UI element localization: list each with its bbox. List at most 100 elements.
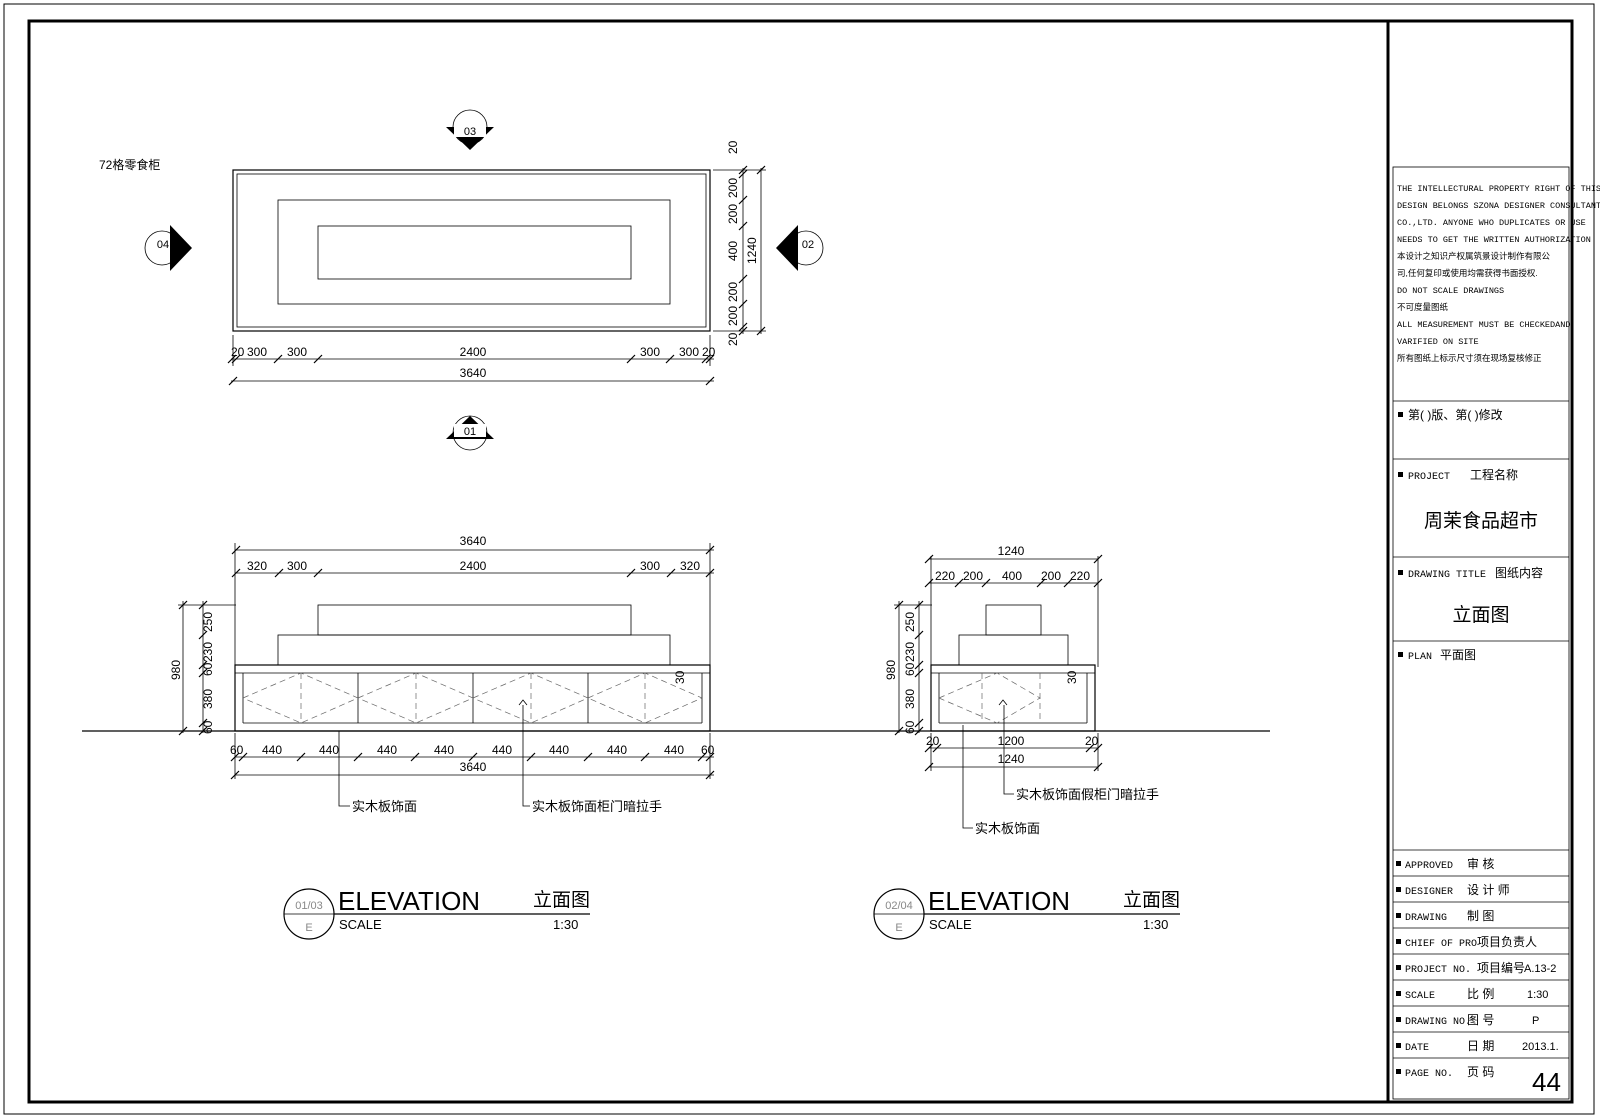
plan-dim-r-5: 200 (726, 306, 740, 326)
plan-total-right: 1240 (745, 237, 759, 264)
row-drawing-label: DRAWING (1405, 913, 1447, 924)
e2-left-total: 980 (884, 660, 898, 680)
e2-bot-dim-1: 1200 (998, 734, 1025, 748)
e1-bot-dim-4: 440 (434, 743, 454, 757)
row-drawing-no-value: P (1532, 1015, 1539, 1027)
e2-tag-bottom: E (895, 922, 902, 934)
e1-bot-total: 3640 (460, 760, 487, 774)
e2-left-dim-0: 250 (903, 612, 917, 632)
notice-line-2: CO.,LTD. ANYONE WHO DUPLICATES OR USE (1397, 218, 1586, 228)
plan-label-cn: 平面图 (1440, 648, 1476, 662)
e2-top-total: 1240 (998, 544, 1025, 558)
plan-dim-b-5: 300 (679, 345, 699, 359)
row-approved-label: APPROVED (1405, 861, 1453, 872)
e1-note-1: 实木板饰面 (352, 799, 417, 814)
notice-line-6: DO NOT SCALE DRAWINGS (1397, 286, 1504, 296)
drawing-title-label-cn: 图纸内容 (1495, 565, 1543, 580)
row-designer-cn: 设 计 师 (1467, 883, 1510, 897)
section-marker-03: 03 (446, 109, 494, 150)
e2-note-1: 实木板饰面假柜门暗拉手 (1016, 787, 1159, 802)
row-scale-label: SCALE (1405, 991, 1435, 1002)
e1-bot-dim-9: 60 (701, 743, 715, 757)
e1-bot-dim-2: 440 (319, 743, 339, 757)
e1-left-dim-4: 60 (201, 720, 215, 734)
row-date-value: 2013.1. (1522, 1041, 1559, 1053)
row-approved-cn: 审 核 (1467, 856, 1494, 871)
e1-top-dim-2: 2400 (460, 559, 487, 573)
section-marker-02: 02 (776, 225, 824, 271)
plan-dim-r-1: 200 (726, 178, 740, 198)
e1-note-2: 实木板饰面柜门暗拉手 (532, 799, 662, 814)
e1-bot-dim-1: 440 (262, 743, 282, 757)
e2-top-dim-3: 200 (1041, 569, 1061, 583)
project-label: PROJECT (1408, 472, 1450, 483)
e1-top-total: 3640 (460, 534, 487, 548)
row-date-label: DATE (1405, 1043, 1429, 1054)
row-drawing: DRAWING 制 图 (1396, 909, 1494, 924)
row-approved: APPROVED 审 核 (1396, 856, 1494, 872)
e1-bot-dim-5: 440 (492, 743, 512, 757)
notice-line-7: 不可度量图纸 (1397, 302, 1449, 312)
marker-label-01: 01 (464, 426, 476, 438)
row-drawing-no-label: DRAWING NO. (1405, 1017, 1471, 1028)
row-drawing-no: DRAWING NO. 图 号 P (1396, 1013, 1539, 1028)
drawing-title-label: DRAWING TITLE (1408, 570, 1486, 581)
project-label-cn: 工程名称 (1470, 467, 1518, 482)
info-rows: APPROVED 审 核 DESIGNER 设 计 师 DRAWING 制 图 … (1393, 849, 1569, 1097)
e1-scale-value: 1:30 (553, 917, 578, 932)
e1-left-total: 980 (169, 660, 183, 680)
row-scale-value: 1:30 (1527, 989, 1548, 1001)
row-chief-cn: 项目负责人 (1477, 935, 1537, 949)
notice-line-8: ALL MEASUREMENT MUST BE CHECKEDAND (1397, 320, 1570, 330)
row-scale-cn: 比 例 (1467, 987, 1494, 1001)
row-chief: CHIEF OF PRO 项目负责人 (1396, 935, 1537, 950)
e1-bot-dim-7: 440 (607, 743, 627, 757)
plan-dim-b-1: 300 (247, 345, 267, 359)
e2-top-dim-1: 200 (963, 569, 983, 583)
elevation-1: 3640 320 300 2400 300 320 (169, 534, 715, 940)
plan-dim-b-0: 20 (231, 345, 245, 359)
page-number: 44 (1532, 1067, 1561, 1097)
section-marker-01: 01 (446, 415, 494, 451)
row-date-cn: 日 期 (1467, 1039, 1494, 1053)
e1-title-block: 01/03 E ELEVATION 立面图 SCALE 1:30 (283, 886, 590, 940)
e1-top-dim-3: 300 (640, 559, 660, 573)
e1-tag-bottom: E (305, 922, 312, 934)
e2-title-cn: 立面图 (1123, 889, 1180, 911)
e1-scale-label: SCALE (339, 917, 382, 932)
marker-label-02: 02 (802, 239, 814, 251)
e1-bot-dim-0: 60 (230, 743, 244, 757)
e1-title-en: ELEVATION (338, 886, 480, 916)
e1-left-dim-1: 230 (201, 642, 215, 662)
row-designer-label: DESIGNER (1405, 887, 1453, 898)
e2-title-en: ELEVATION (928, 886, 1070, 916)
plan-dim-r-4: 200 (726, 282, 740, 302)
project-name: 周茉食品超市 (1424, 510, 1538, 532)
e2-top-dim-0: 220 (935, 569, 955, 583)
e2-left-dim-4: 60 (903, 720, 917, 734)
e2-note-2: 实木板饰面 (975, 821, 1040, 836)
ip-notice: THE INTELLECTURAL PROPERTY RIGHT OF THIS… (1397, 184, 1600, 363)
e2-right-dim: 30 (1065, 670, 1079, 684)
plan-dim-b-6: 20 (702, 345, 716, 359)
section-marker-04: 04 (144, 225, 192, 271)
row-page-no-label: PAGE NO. (1405, 1069, 1453, 1080)
e1-bot-dim-6: 440 (549, 743, 569, 757)
row-designer: DESIGNER 设 计 师 (1396, 883, 1510, 898)
revision-text: 第( )版、第( )修改 (1408, 407, 1503, 422)
plan-total-bottom: 3640 (460, 366, 487, 380)
e1-top-dim-1: 300 (287, 559, 307, 573)
plan-dim-r-0: 20 (726, 140, 740, 154)
notice-line-9: VARIFIED ON SITE (1397, 337, 1479, 347)
e2-left-dim-3: 380 (903, 689, 917, 709)
drawing-title: 立面图 (1452, 604, 1509, 626)
e2-top-dim-2: 400 (1002, 569, 1022, 583)
marker-label-03: 03 (464, 126, 476, 138)
plan-title: 72格零食柜 (99, 157, 160, 172)
e1-right-dim: 30 (673, 670, 687, 684)
plan-view: 72格零食柜 20 300 300 2400 300 300 20 3640 (99, 109, 824, 451)
row-chief-label: CHIEF OF PRO (1405, 939, 1477, 950)
notice-line-1: DESIGN BELONGS SZONA DESIGNER CONSULTANT (1397, 201, 1600, 211)
plan-dim-r-6: 20 (726, 332, 740, 346)
row-scale: SCALE 比 例 1:30 (1396, 987, 1548, 1002)
